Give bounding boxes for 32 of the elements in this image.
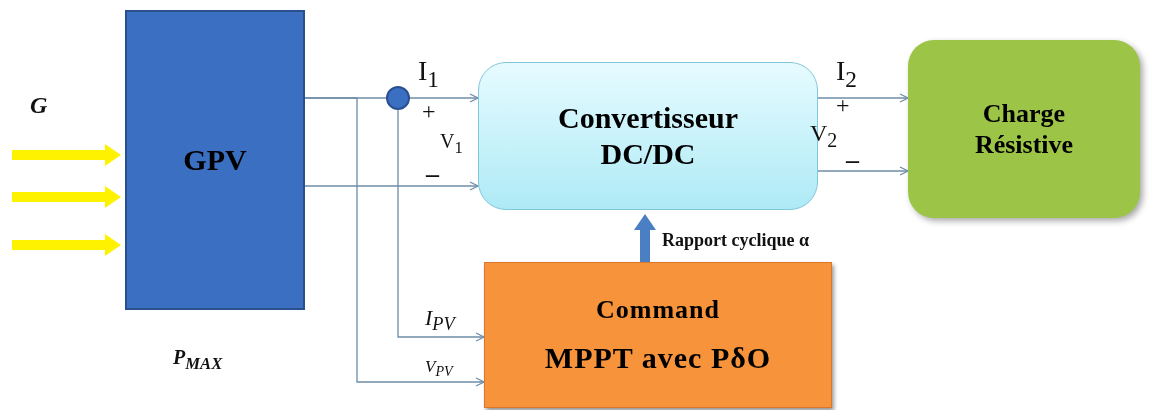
current-label: I$_{2}$ xyxy=(836,56,857,93)
arrow xyxy=(304,181,479,191)
node-label: Command xyxy=(596,294,720,326)
polarity-sign: – xyxy=(426,160,439,189)
node-label: Convertisseur DC/DC xyxy=(557,100,739,172)
mppt-control-box xyxy=(484,262,832,408)
pv-generator-box xyxy=(125,10,305,310)
block-arrow xyxy=(634,214,656,262)
node-caption: P$_{MAX}$ xyxy=(173,346,223,374)
block-arrow xyxy=(12,144,121,166)
polarity-sign: + xyxy=(422,98,436,125)
polarity-sign: – xyxy=(846,146,859,175)
node-label: Charge Résistive xyxy=(973,97,1075,161)
voltage-label: V$_{PV}$ xyxy=(425,358,453,380)
current-label: I$_{1}$ xyxy=(418,56,439,93)
block-arrow xyxy=(12,186,121,208)
node-label: MPPT avec PδO xyxy=(544,339,772,376)
block-arrow xyxy=(12,234,121,256)
load-box xyxy=(908,40,1140,218)
polarity-sign: + xyxy=(836,92,850,119)
arrow xyxy=(397,109,485,342)
input-label: G xyxy=(30,92,48,119)
node-label: GPV xyxy=(183,142,247,178)
arrow xyxy=(304,97,485,387)
arrow xyxy=(409,93,479,103)
edge-label: Rapport cyclique α xyxy=(662,230,810,251)
arrow xyxy=(817,166,909,176)
current-label: I$_{PV}$ xyxy=(425,306,455,335)
voltage-label: V$_{1}$ xyxy=(440,130,463,158)
arrow xyxy=(817,93,909,103)
current-sensor-circle xyxy=(386,86,410,110)
voltage-label: V$_{2}$ xyxy=(810,120,838,151)
